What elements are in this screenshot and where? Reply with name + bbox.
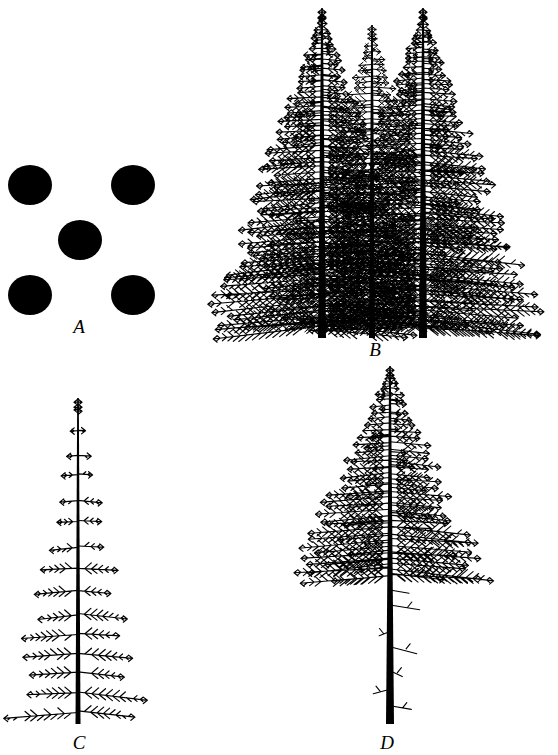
spruce-tree — [294, 366, 494, 724]
tree-position-dot — [111, 275, 155, 315]
panel-letter: C — [73, 733, 86, 752]
panel-letter: D — [380, 733, 394, 752]
panel-letter: B — [369, 340, 381, 359]
tree-position-dot — [8, 275, 52, 315]
tree-position-dot — [111, 165, 155, 205]
spruce-tree — [4, 398, 148, 724]
spruce-tree — [267, 25, 476, 338]
tree-position-dot — [8, 165, 52, 205]
spruce-branches — [267, 26, 476, 332]
spruce-trees — [4, 8, 544, 724]
tree-spacing-plan — [8, 165, 155, 315]
tree-trunk — [76, 398, 81, 724]
spruce-branches — [4, 399, 148, 722]
panel-letter: A — [73, 317, 85, 336]
spruce-branches — [294, 367, 494, 709]
tree-position-dot — [58, 220, 102, 260]
